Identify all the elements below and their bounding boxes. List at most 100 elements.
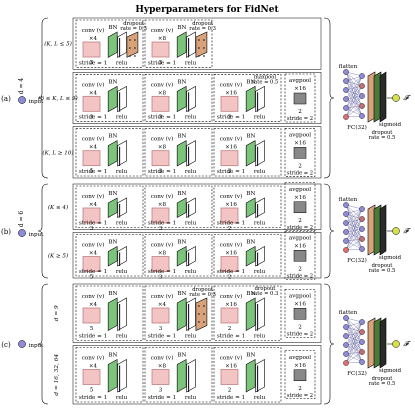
stride-label: stride = 1 — [79, 60, 107, 66]
fc-connection — [345, 89, 363, 117]
conv-label: conv (v) — [151, 242, 174, 249]
bn-layer — [176, 85, 187, 113]
conv-multiplier: ×4 — [89, 364, 98, 370]
stride-label: stride = 1 — [79, 334, 107, 340]
conv-block-frame — [144, 128, 213, 177]
row-frame — [72, 232, 322, 279]
bn-label: BN — [246, 191, 255, 197]
bn-label: BN — [246, 353, 255, 359]
kernel-size-label: 2 — [228, 114, 232, 120]
fc-connection — [345, 71, 363, 117]
bn-layer — [107, 358, 118, 393]
conv-label: conv (v) — [82, 355, 105, 362]
conv-kernel-square — [82, 41, 101, 58]
fc-connection — [345, 71, 363, 107]
stride-label: stride = 1 — [217, 221, 245, 227]
avgpool-label: avgpool — [289, 132, 311, 138]
conv-multiplier: ×4 — [89, 302, 98, 308]
conv-kernel-square — [82, 369, 101, 385]
bn-layer — [245, 197, 256, 219]
relu-label: relu — [185, 395, 197, 401]
conv-block-frame — [75, 285, 144, 341]
conv-label: conv (v) — [220, 81, 243, 88]
dropout-dot — [134, 47, 136, 49]
fc-connection — [345, 335, 363, 363]
section-label: (a) — [1, 95, 11, 103]
avgpool-label: avgpool — [289, 355, 311, 361]
avgpool-square — [293, 250, 307, 262]
output-label: 𝓕 — [403, 340, 411, 348]
right-brace — [323, 17, 335, 179]
conv-multiplier: ×4 — [89, 145, 98, 151]
avgpool-stride: stride = 2 — [287, 273, 313, 279]
fc-label: FC(32) — [347, 370, 367, 377]
head-dense-layer — [379, 71, 387, 123]
stride-label: stride = 1 — [217, 395, 245, 401]
conv-kernel-square — [220, 95, 239, 112]
bn-label: BN — [108, 79, 117, 85]
relu-layer — [186, 85, 196, 113]
fc-connection — [345, 344, 363, 353]
fc-connection — [345, 105, 363, 118]
fc-connection — [345, 335, 363, 343]
conv-label: conv (v) — [220, 242, 243, 249]
fc-connection — [345, 213, 363, 240]
kernel-size-label: 2 — [228, 275, 232, 281]
fc-node — [359, 339, 365, 345]
stride-label: stride = 1 — [217, 334, 245, 340]
fc-label: FC(32) — [347, 124, 367, 131]
fc-connection — [345, 341, 363, 355]
avgpool-kernel: 2 — [298, 163, 302, 169]
flatten-label: flatten — [339, 197, 358, 203]
right-brace — [323, 283, 335, 405]
bn-label: BN — [246, 79, 255, 85]
fc-connection — [345, 231, 363, 250]
head-dense-layer — [379, 204, 387, 256]
conv-multiplier: ×8 — [158, 145, 167, 151]
stride-label: stride = 1 — [148, 60, 176, 66]
fc-connection — [345, 326, 363, 353]
flatten-node — [343, 333, 349, 339]
conv-multiplier: ×16 — [225, 145, 237, 151]
conv-multiplier: ×4 — [158, 302, 167, 308]
bn-layer — [176, 140, 187, 167]
conv-kernel-square — [82, 95, 101, 112]
conv-label: conv (v) — [82, 136, 105, 143]
input-node — [18, 229, 26, 237]
conv-kernel-square — [82, 256, 101, 272]
relu-label: relu — [116, 60, 128, 66]
row-condition: d = 9 — [54, 305, 60, 321]
fc-connection — [345, 85, 363, 100]
relu-label: relu — [185, 334, 197, 340]
conv-block-frame — [213, 74, 282, 122]
fc-node — [359, 359, 365, 365]
fc-connection — [345, 75, 363, 100]
fc-connection — [345, 344, 363, 363]
fc-connection — [345, 317, 363, 333]
stride-label: stride = 1 — [217, 115, 245, 121]
relu-label: relu — [254, 334, 266, 340]
relu-label: relu — [185, 221, 197, 227]
dropout-dot — [129, 55, 131, 57]
avgpool-label: avgpool — [289, 235, 311, 241]
conv-multiplier: ×4 — [89, 36, 98, 42]
conv-kernel-square — [220, 369, 239, 385]
